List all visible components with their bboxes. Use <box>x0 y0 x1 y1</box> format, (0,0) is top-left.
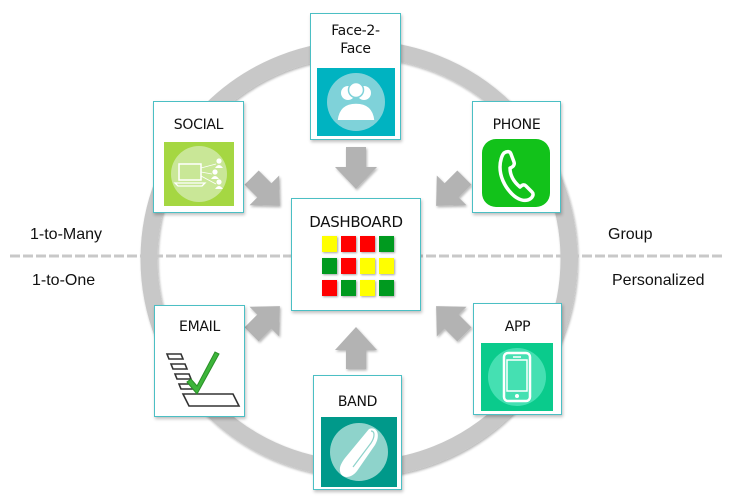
node-face2face-label-line1: Face-2- <box>331 23 380 39</box>
laptop-network-icon <box>164 142 234 206</box>
dashboard-cell-green <box>322 258 337 274</box>
node-band-label: BAND <box>337 394 378 410</box>
people-group-icon <box>317 68 395 136</box>
dashboard-cell-yellow <box>379 258 394 274</box>
dashboard-cell-red <box>322 280 337 296</box>
dashboard-cell-red <box>341 236 356 252</box>
node-app-label: APP <box>504 319 531 335</box>
label-one-to-one: 1-to-One <box>32 272 96 289</box>
wristband-icon <box>321 417 397 487</box>
dashboard-cell-yellow <box>360 258 375 274</box>
node-email: EMAIL <box>154 305 245 417</box>
dashboard-label: DASHBOARD <box>309 213 403 231</box>
arrow-phone-to-dashboard <box>436 170 472 206</box>
arrow-app-to-dashboard <box>436 306 472 342</box>
dashboard-cell-yellow <box>322 236 337 252</box>
checklist-icon <box>161 342 241 414</box>
dashboard-cell-green <box>379 280 394 296</box>
node-face2face: Face-2- Face <box>310 13 401 140</box>
node-app: APP <box>473 303 562 415</box>
dashboard-cell-green <box>379 236 394 252</box>
node-face2face-label-line2: Face <box>340 41 371 57</box>
node-phone: PHONE <box>472 101 561 213</box>
label-group: Group <box>608 226 653 243</box>
phone-handset-icon <box>482 139 550 207</box>
label-one-to-many: 1-to-Many <box>30 226 103 243</box>
node-band: BAND <box>313 375 402 490</box>
dashboard-cell-yellow <box>360 280 375 296</box>
smartphone-icon <box>481 343 553 411</box>
dashboard-cell-red <box>341 258 356 274</box>
dashboard-cell-green <box>341 280 356 296</box>
node-dashboard: DASHBOARD <box>291 198 421 311</box>
node-social: SOCIAL <box>153 101 244 213</box>
dashboard-status-grid <box>322 236 395 297</box>
arrow-social-to-dashboard <box>244 170 280 206</box>
node-phone-label: PHONE <box>492 117 541 133</box>
arrow-email-to-dashboard <box>244 306 280 342</box>
arrow-band-to-dashboard <box>335 327 377 369</box>
dashboard-cell-red <box>360 236 375 252</box>
label-personalized: Personalized <box>612 272 705 289</box>
node-social-label: SOCIAL <box>173 117 224 133</box>
node-email-label: EMAIL <box>179 319 220 335</box>
arrow-face2face-to-dashboard <box>335 147 377 189</box>
